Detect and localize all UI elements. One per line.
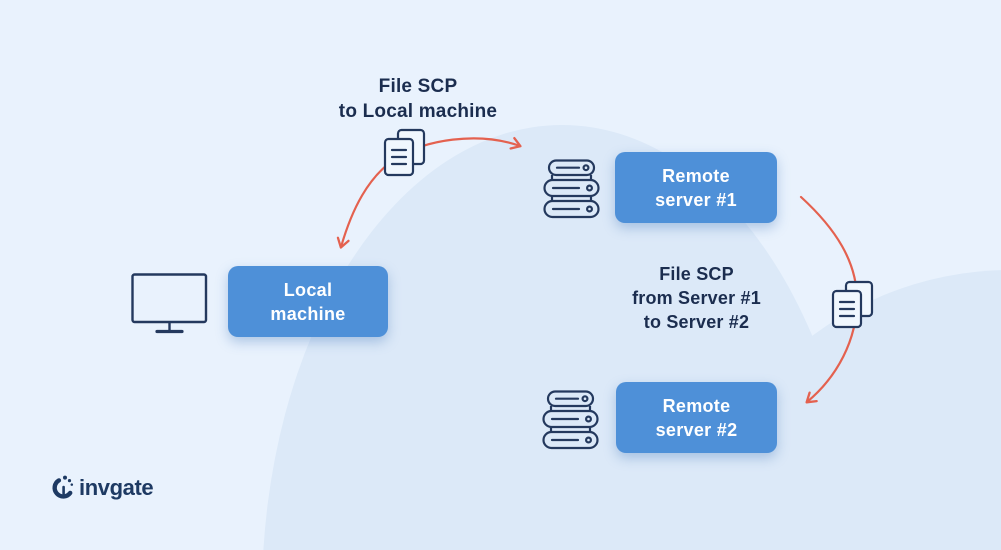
- node-remote-server-1: Remote server #1: [615, 152, 777, 223]
- node-remote-server-1-line2: server #1: [655, 189, 737, 210]
- node-remote-server-2: Remote server #2: [616, 382, 777, 453]
- node-remote-server-2-line2: server #2: [655, 419, 738, 440]
- file-copy-icon: [383, 128, 426, 177]
- node-remote-server-1-line1: Remote: [662, 165, 730, 186]
- node-remote-server-2-line1: Remote: [662, 395, 731, 416]
- invgate-wordmark: invgate: [79, 475, 154, 500]
- node-local-machine: Local machine: [228, 266, 388, 337]
- flow2-label-line3: to Server #2: [643, 312, 750, 332]
- curved-arrow-to-local-machine: [336, 136, 522, 249]
- flow2-label: File SCP from Server #1 to Server #2: [596, 262, 797, 334]
- flow1-label-line2: to Local machine: [338, 101, 498, 122]
- invgate-logo-icon: [52, 475, 74, 499]
- file-copy-icon: [831, 280, 874, 329]
- monitor-icon: [131, 273, 208, 334]
- flow2-label-line2: from Server #1: [632, 288, 761, 308]
- flow1-label-line1: File SCP: [378, 76, 458, 97]
- server-stack-icon: [542, 390, 599, 450]
- server-stack-icon: [543, 159, 600, 219]
- flow1-label: File SCP to Local machine: [292, 74, 544, 124]
- node-local-machine-line2: machine: [270, 303, 346, 324]
- node-local-machine-line1: Local: [283, 279, 333, 300]
- flow2-label-line1: File SCP: [659, 264, 734, 284]
